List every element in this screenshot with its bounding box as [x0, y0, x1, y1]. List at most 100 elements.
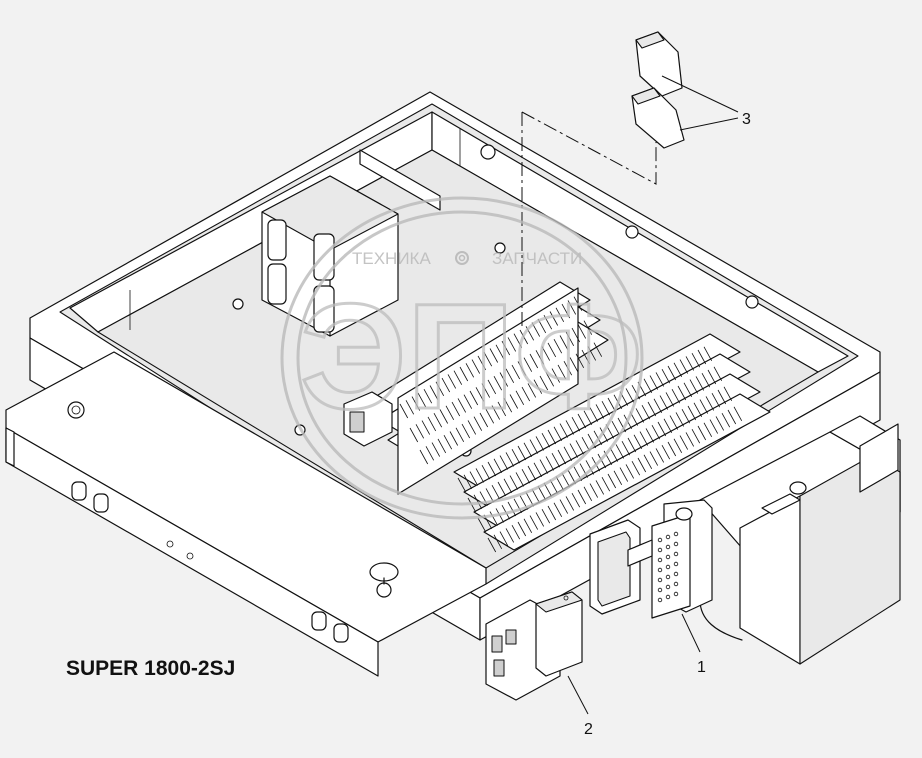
terminal-slat [727, 409, 737, 425]
terminal-slat [697, 425, 707, 441]
terminal-slat [733, 406, 743, 421]
terminal-slat [517, 521, 527, 537]
terminal-slat [647, 401, 657, 417]
terminal-slat [529, 515, 539, 530]
internal-connector [343, 391, 393, 447]
terminal-slat [503, 478, 513, 493]
terminal-slat [415, 424, 425, 439]
terminal-slat [541, 346, 551, 361]
connector-pin [657, 547, 663, 553]
terminal-slat [723, 386, 733, 401]
terminal-slat [551, 368, 561, 383]
terminal-slat [471, 359, 481, 374]
terminal-slat [585, 460, 595, 475]
terminal-slat [453, 370, 463, 385]
terminal-slat [463, 394, 473, 409]
terminal-slat [555, 307, 565, 322]
terminal-slat [697, 349, 707, 365]
terminal-slat [689, 379, 699, 394]
model-label: SUPER 1800-2SJ [66, 657, 235, 680]
terminal-slat [553, 426, 563, 441]
terminal-slat [707, 369, 717, 385]
terminal-slat [487, 379, 497, 395]
terminal-rows-upper [369, 281, 609, 495]
terminal-slat [517, 445, 527, 461]
terminal-slat [687, 405, 697, 421]
watermark-left-word: ТЕХНИКА [352, 249, 431, 268]
terminal-slat [537, 318, 547, 334]
terminal-slat [531, 489, 541, 504]
terminal-slat [547, 505, 557, 521]
terminal-slat [639, 431, 649, 446]
terminal-slat [671, 389, 681, 404]
terminal-slat [715, 416, 725, 431]
terminal-slat [463, 474, 473, 489]
terminal-slat [523, 518, 533, 533]
terminal-slat [681, 409, 691, 424]
terminal-slat [661, 369, 671, 384]
terminal-slat [439, 409, 449, 424]
terminal-slat [675, 412, 685, 427]
terminal-slat [637, 457, 647, 473]
terminal-slat [583, 410, 593, 425]
terminal-slat [491, 485, 501, 500]
terminal-slat [503, 398, 513, 413]
terminal-slat [549, 311, 559, 326]
terminal-slat [553, 502, 563, 517]
terminal-slat [575, 440, 585, 455]
terminal-slat [699, 399, 709, 414]
terminal-slat [597, 453, 607, 469]
terminal-slat [493, 458, 503, 473]
terminal-slat [685, 432, 695, 447]
terminal-slat [485, 409, 495, 424]
terminal-slat [459, 366, 469, 382]
connector-pin [657, 577, 663, 583]
terminal-slat [473, 416, 483, 431]
terminal-slat [495, 344, 505, 359]
connector-pin [657, 597, 663, 603]
terminal-slat [501, 340, 511, 356]
terminal-slat [529, 439, 539, 454]
terminal-slat [717, 389, 727, 405]
terminal-slat [409, 427, 419, 443]
connector-pin [657, 557, 663, 563]
terminal-slat [499, 455, 509, 470]
terminal-slat [493, 534, 503, 549]
terminal-slat [505, 528, 515, 543]
terminal-slat [571, 493, 581, 508]
gear-icon [455, 251, 469, 265]
terminal-slat [659, 395, 669, 410]
terminal-slat [609, 447, 619, 462]
terminal-slat [709, 419, 719, 434]
terminal-slat [497, 401, 507, 417]
terminal-slat [425, 446, 435, 461]
terminal-slat [565, 420, 575, 435]
terminal-slat [557, 364, 567, 380]
terminal-slat [547, 342, 557, 358]
terminal-slat [575, 353, 585, 368]
front-lid [5, 351, 487, 677]
watermark-logo: ЭПФ ТЕХНИКА ЗАПЧАСТИ [280, 196, 644, 520]
leader-lines [567, 75, 739, 715]
connector-pin [665, 554, 671, 560]
terminal-slat [569, 357, 579, 372]
terminal-slat [561, 473, 571, 488]
terminal-slat [553, 339, 563, 354]
terminal-slat [517, 361, 527, 376]
connector-pin [673, 541, 679, 547]
terminal-slat [411, 396, 421, 411]
terminal-slat [581, 349, 591, 365]
terminal-slat [469, 390, 479, 406]
terminal-slat [527, 383, 537, 398]
terminal-slat [535, 350, 545, 365]
terminal-slat [543, 315, 553, 330]
terminal-slat [489, 511, 499, 526]
terminal-slat [513, 333, 523, 348]
terminal-slat [465, 363, 475, 378]
terminal-slat [583, 486, 593, 501]
terminal-slat [667, 365, 677, 381]
terminal-slat [431, 442, 441, 457]
terminal-slat [625, 464, 635, 479]
terminal-slat [445, 405, 455, 420]
